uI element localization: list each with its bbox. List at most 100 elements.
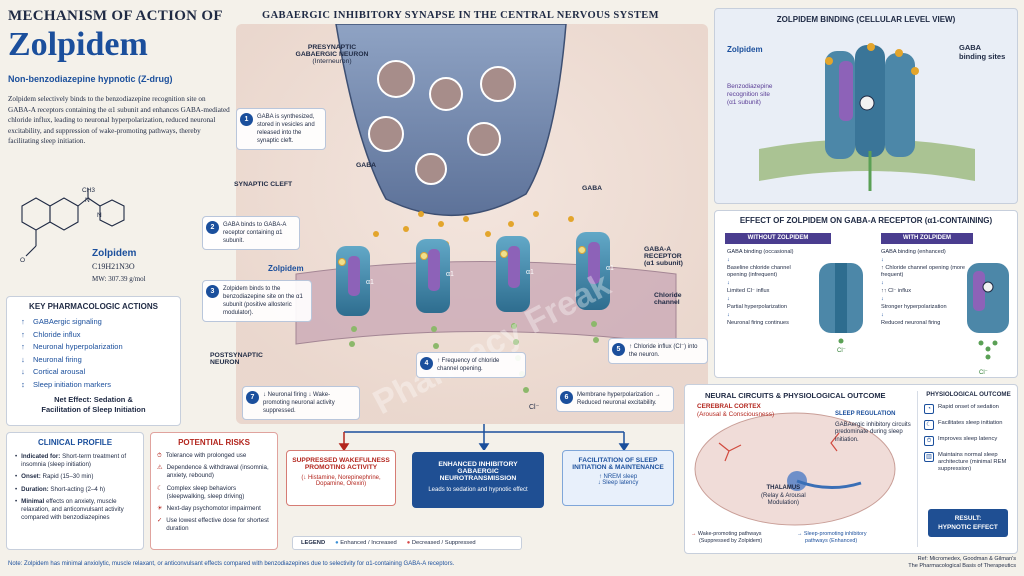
vesicles [368, 60, 516, 185]
key-action-item: ↑GABAergic signaling [21, 317, 102, 326]
legend: LEGEND ● Enhanced / Increased ● Decrease… [292, 536, 522, 550]
clinical-item: •Minimal effects on anxiety, muscle rela… [15, 497, 124, 522]
atom-ch3-label: CH3 [82, 187, 95, 194]
receptor-with-image [967, 263, 1009, 360]
key-action-item: ↑Chloride influx [21, 329, 81, 339]
potential-risks-panel: POTENTIAL RISKS ⏱Tolerance with prolonge… [150, 432, 278, 550]
outcome-icon: ◔ [924, 404, 934, 414]
physiological-outcome: PHYSIOLOGICAL OUTCOME ◔Rapid onset of se… [917, 391, 1013, 547]
risk-item: ✓Use lowest effective dose for shortest … [157, 517, 269, 533]
synaptic-cleft-label: SYNAPTIC CLEFT [234, 181, 293, 188]
clinical-profile-title: CLINICAL PROFILE [37, 438, 113, 447]
risk-icon: ⚠ [157, 464, 163, 472]
outcome-icon: ▥ [924, 452, 934, 462]
outcome-item: ◔Rapid onset of sedation [924, 404, 1013, 414]
zolpidem-structure-image: CH3 N N O [20, 187, 125, 264]
alpha-label: α1 [606, 265, 614, 272]
risk-item: ☾Complex sleep behaviors (sleepwalking, … [157, 484, 245, 500]
drug-subtitle: Non-benzodiazepine hypnotic (Z-drug) [8, 74, 173, 84]
chloride-ion-label: Cl⁻ [529, 404, 540, 411]
outcome-title: PHYSIOLOGICAL OUTCOME [926, 391, 1011, 398]
molecule-name: Zolpidem [92, 248, 137, 259]
suppressed-wakefulness-box: SUPPRESSED WAKEFULNESS PROMOTING ACTIVIT… [286, 450, 396, 506]
with-zolpidem-header: WITH ZOLPIDEM [881, 233, 973, 244]
legend-decreased: ● Decreased / Suppressed [406, 540, 476, 546]
risk-item: ⏱Tolerance with prolonged use [157, 452, 247, 459]
flow-arrows [338, 424, 630, 450]
binding-illustration [759, 43, 975, 191]
key-action-item: ↑Neuronal hyperpolarization [21, 342, 123, 351]
outcome-icon: ⏱ [924, 436, 934, 446]
cl-with-label: Cl⁻ [979, 370, 988, 376]
binding-title: ZOLPIDEM BINDING (CELLULAR LEVEL VIEW) [776, 15, 956, 24]
potential-risks-title: POTENTIAL RISKS [178, 438, 250, 447]
footer-note: Note: Zolpidem has minimal anxiolytic, m… [8, 561, 455, 567]
outcome-item: ⏱Improves sleep latency [924, 436, 1013, 446]
effect-title: EFFECT OF ZOLPIDEM ON GABA-A RECEPTOR (α… [739, 216, 993, 225]
key-action-item: ↕Sleep initiation markers [21, 379, 111, 389]
clinical-profile-list: •Indicated for: Short-term treatment of … [15, 453, 137, 522]
brain-circuit-image [694, 412, 896, 526]
alpha-label: α1 [446, 271, 454, 278]
receptor-without-image [819, 263, 863, 344]
gaba-label-right: GABA [582, 185, 603, 192]
cortex-label: CEREBRAL CORTEX(Arousal & Consciousness) [697, 403, 775, 418]
clinical-profile-panel: CLINICAL PROFILE •Indicated for: Short-t… [6, 432, 144, 550]
atom-n2-label: N [97, 212, 102, 219]
potential-risks-list: ⏱Tolerance with prolonged use ⚠Dependenc… [157, 452, 272, 534]
outcome-list: ◔Rapid onset of sedation ☾Facilitates sl… [924, 404, 1013, 474]
outcome-icon: ☾ [924, 420, 934, 430]
risk-icon: ✓ [157, 517, 163, 525]
molecule-formula: C19H21N3O [92, 262, 135, 271]
atom-n1-label: N [85, 197, 90, 204]
key-actions-list: ↑GABAergic signaling ↑Chloride influx ↑N… [19, 316, 180, 391]
key-actions-panel: KEY PHARMACOLOGIC ACTIONS ↑GABAergic sig… [6, 296, 181, 426]
result-box: RESULT:HYPNOTIC EFFECT [928, 509, 1008, 537]
step-4: 4↑ Frequency of chloride channel opening… [416, 352, 526, 378]
gaba-label: GABA [356, 162, 377, 169]
legend-title: LEGEND [301, 540, 326, 546]
circuits-title: NEURAL CIRCUITS & PHYSIOLOGICAL OUTCOME [705, 391, 886, 400]
atom-o-label: O [20, 257, 25, 264]
outcome-item: ▥Maintains normal sleep architecture (mi… [924, 452, 1013, 474]
zolpidem-label: Zolpidem [268, 264, 304, 273]
binding-panel: ZOLPIDEM BINDING (CELLULAR LEVEL VIEW) Z… [714, 8, 1018, 204]
molecule-weight: MW: 307.39 g/mol [92, 275, 146, 283]
legend-enhanced: ● Enhanced / Increased [335, 540, 397, 546]
sleep-regulation-label: SLEEP REGULATION GABAergic inhibitory ci… [835, 411, 911, 443]
clinical-item: •Onset: Rapid (15–30 min) [15, 473, 94, 481]
enhanced-inhibitory-box: ENHANCED INHIBITORY GABAERGIC NEUROTRANS… [412, 452, 544, 508]
key-actions-title: KEY PHARMACOLOGIC ACTIONS [29, 302, 158, 311]
alpha-label: α1 [526, 269, 534, 276]
drug-description: Zolpidem selectively binds to the benzod… [8, 95, 230, 145]
wake-pathway-legend: → Wake-promoting pathways(Suppressed by … [691, 531, 763, 544]
effect-panel: EFFECT OF ZOLPIDEM ON GABA-A RECEPTOR (α… [714, 210, 1018, 378]
risk-icon: ☾ [157, 484, 163, 492]
with-zolpidem-list: GABA binding (enhanced)↓ ↑ Chloride chan… [881, 249, 965, 326]
risk-icon: ☀ [157, 505, 163, 513]
risk-item: ☀Next-day psychomotor impairment [157, 505, 261, 513]
alpha-label: α1 [366, 279, 374, 286]
circuits-panel: NEURAL CIRCUITS & PHYSIOLOGICAL OUTCOME … [684, 384, 1018, 554]
step-7: 7↓ Neuronal firing ↓ Wake-promoting neur… [242, 386, 360, 420]
binding-zolpidem-label: Zolpidem [727, 45, 763, 54]
risk-icon: ⏱ [157, 452, 162, 459]
cl-without-label: Cl⁻ [837, 348, 846, 354]
synapse-illustration: α1 α1 α1 α1 Cl⁻ Pharmacy Freak [236, 24, 708, 424]
net-effect: Net Effect: Sedation & Facilitation of S… [41, 395, 146, 414]
facilitation-sleep-box: FACILITATION OF SLEEP INITIATION & MAINT… [562, 450, 674, 506]
key-action-item: ↓Neuronal firing [21, 354, 82, 364]
